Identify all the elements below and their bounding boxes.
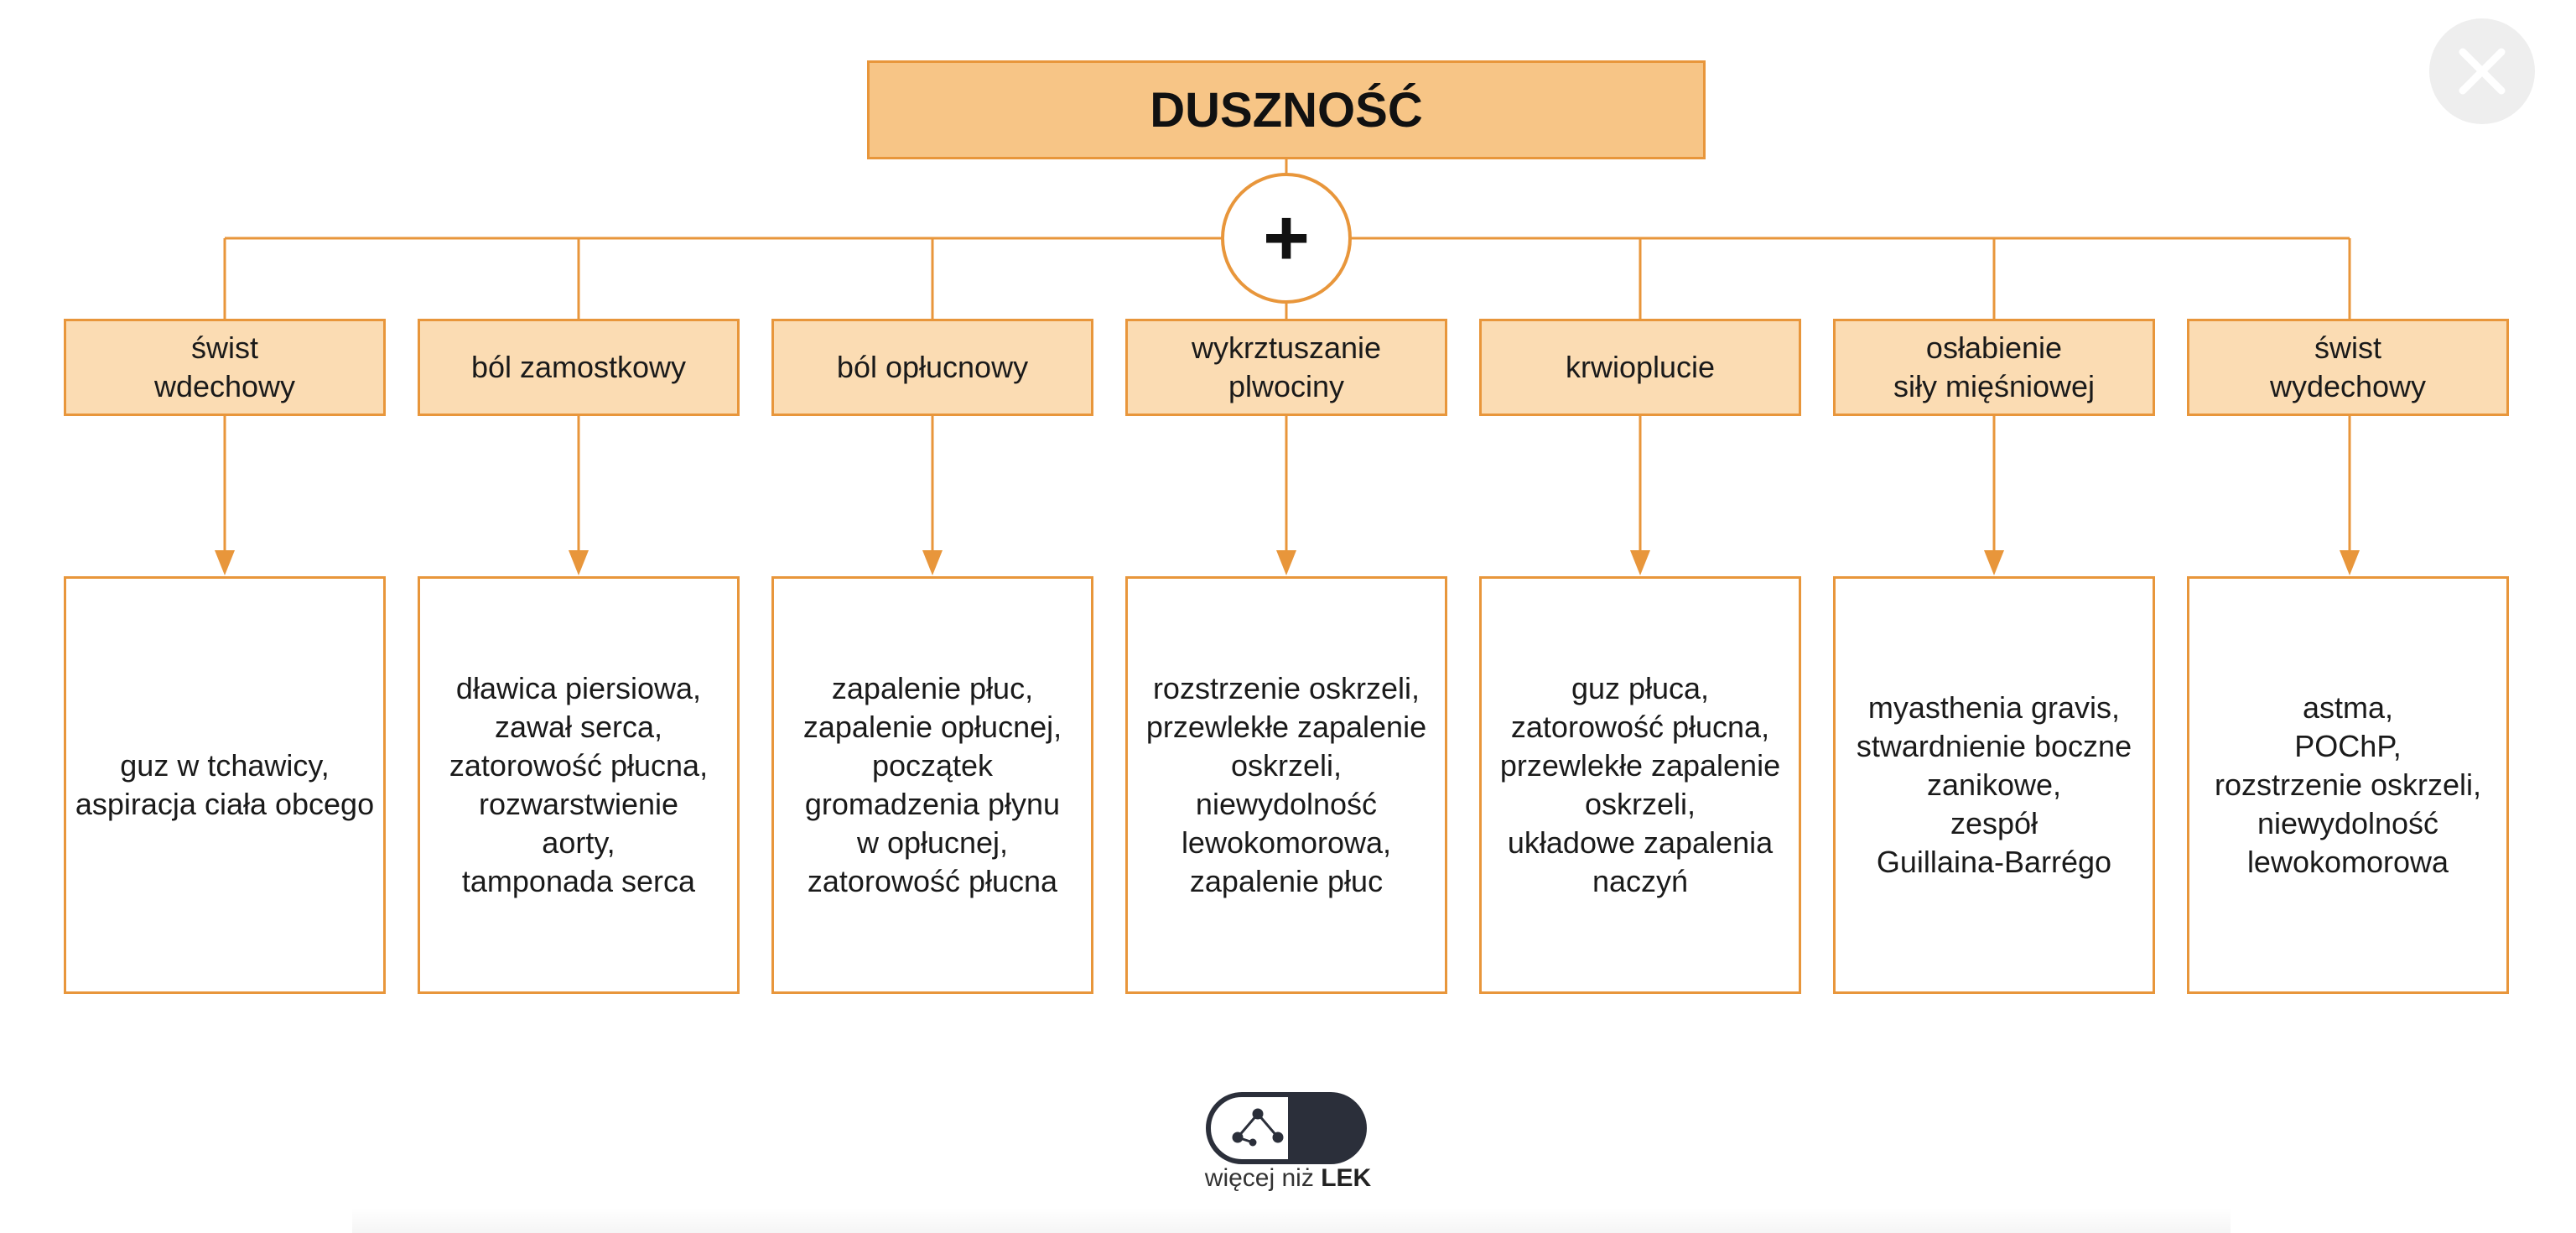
arrow-head [922, 550, 943, 575]
symptom-box: osłabienie siły mięśniowej [1833, 319, 2155, 416]
symptom-box: świst wdechowy [64, 319, 386, 416]
close-icon [2459, 48, 2506, 95]
symptom-box: krwioplucie [1479, 319, 1801, 416]
close-button[interactable] [2429, 18, 2535, 124]
cause-box: astma, POChP, rozstrzenie oskrzeli, niew… [2187, 576, 2509, 994]
logo-pill-icon [1206, 1092, 1367, 1164]
symptom-box: wykrztuszanie plwociny [1125, 319, 1447, 416]
cause-box: myasthenia gravis, stwardnienie boczne z… [1833, 576, 2155, 994]
cause-box: dławica piersiowa, zawał serca, zatorowo… [418, 576, 740, 994]
arrow-head [1984, 550, 2004, 575]
logo-text-prefix: więcej niż [1204, 1164, 1314, 1192]
arrow-head [1630, 550, 1650, 575]
cause-box: zapalenie płuc, zapalenie opłucnej, pocz… [771, 576, 1093, 994]
diagram-title: DUSZNOŚĆ [867, 60, 1706, 159]
cause-box: guz płuca, zatorowość płucna, przewlekłe… [1479, 576, 1801, 994]
cause-box: rozstrzenie oskrzeli, przewlekłe zapalen… [1125, 576, 1447, 994]
arrow-head [215, 550, 235, 575]
footer-shade [352, 1208, 2231, 1233]
arrow-head [569, 550, 589, 575]
symptom-box: ból opłucnowy [771, 319, 1093, 416]
logo-text: więcej niż LEK [1162, 1164, 1414, 1198]
arrow-head [2340, 550, 2360, 575]
arrow-head [1276, 550, 1296, 575]
symptom-box: ból zamostkowy [418, 319, 740, 416]
logo-text-bold: LEK [1321, 1164, 1372, 1192]
cause-box: guz w tchawicy, aspiracja ciała obcego [64, 576, 386, 994]
symptom-box: świst wydechowy [2187, 319, 2509, 416]
plus-node: + [1221, 173, 1352, 304]
